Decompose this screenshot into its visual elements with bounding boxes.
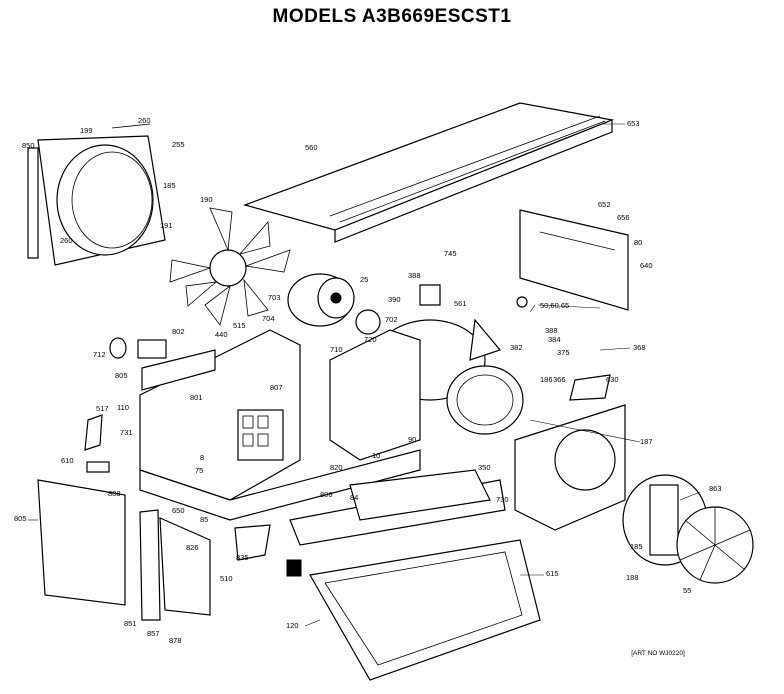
label-120: 120 — [286, 621, 299, 630]
label-8: 8 — [200, 453, 204, 462]
label-615: 615 — [546, 569, 559, 578]
label-652: 652 — [598, 200, 611, 209]
left-side-panel — [37, 479, 126, 606]
label-80: 80 — [634, 238, 642, 247]
label-188: 188 — [626, 573, 639, 582]
label-390: 390 — [388, 295, 401, 304]
label-807: 807 — [270, 383, 283, 392]
label-835: 835 — [236, 553, 249, 562]
label-55: 55 — [683, 586, 691, 595]
front-blower-wheel — [622, 474, 754, 584]
rear-grille-left — [27, 123, 166, 266]
label-806: 806 — [320, 490, 333, 499]
side-strips — [139, 509, 211, 621]
label-506065: 50,60,65 — [540, 301, 569, 310]
label-850: 850 — [22, 141, 35, 150]
label-703: 703 — [268, 293, 281, 302]
part-labels: 850 199 260 255 185 260 190 191 560 653 … — [14, 116, 722, 645]
front-bracket-187 — [514, 404, 626, 531]
label-826: 826 — [186, 543, 199, 552]
label-630: 630 — [606, 375, 619, 384]
label-640: 640 — [640, 261, 653, 270]
label-185: 185 — [163, 181, 176, 190]
label-704: 704 — [262, 314, 275, 323]
label-260: 260 — [138, 116, 151, 125]
fan-motor-25 — [287, 273, 381, 335]
leader-lines — [28, 123, 701, 627]
label-802: 802 — [172, 327, 185, 336]
label-382: 382 — [510, 343, 523, 352]
chassis-frame — [139, 329, 421, 521]
label-110: 110 — [117, 403, 129, 412]
label-745: 745 — [444, 249, 457, 258]
label-561: 561 — [454, 299, 467, 308]
label-90: 90 — [408, 435, 416, 444]
right-side-panel — [519, 209, 629, 311]
label-650: 650 — [172, 506, 185, 515]
label-186: 186 — [540, 375, 553, 384]
label-720: 720 — [364, 335, 377, 344]
label-191: 191 — [160, 221, 173, 230]
top-cover-560 — [243, 102, 615, 243]
label-878: 878 — [169, 636, 182, 645]
label-75: 75 — [195, 466, 203, 475]
label-366: 366 — [553, 375, 566, 384]
label-368: 368 — [633, 343, 646, 352]
label-25: 25 — [360, 275, 368, 284]
label-656: 656 — [617, 213, 630, 222]
label-517: 517 — [96, 404, 109, 413]
condenser-fan-190 — [169, 207, 291, 326]
label-388b: 388 — [545, 326, 558, 335]
base-pan — [349, 469, 491, 521]
label-808: 808 — [108, 489, 121, 498]
label-388: 388 — [408, 271, 421, 280]
label-731: 731 — [120, 428, 133, 437]
label-187: 187 — [640, 437, 653, 446]
label-510: 510 — [220, 574, 233, 583]
label-702: 702 — [385, 315, 398, 324]
label-515: 515 — [233, 321, 246, 330]
label-190: 190 — [200, 195, 213, 204]
label-84: 84 — [350, 493, 358, 502]
label-805b: 805 — [14, 514, 27, 523]
label-384: 384 — [548, 335, 561, 344]
label-560: 560 — [305, 143, 318, 152]
label-712: 712 — [93, 350, 106, 359]
label-730: 730 — [496, 495, 509, 504]
label-805: 805 — [115, 371, 128, 380]
label-851: 851 — [124, 619, 137, 628]
blower-housing — [329, 319, 524, 461]
label-185b: 185 — [630, 542, 643, 551]
label-801: 801 — [190, 393, 203, 402]
label-820: 820 — [330, 463, 343, 472]
label-85: 85 — [200, 515, 208, 524]
label-260b: 260 — [60, 236, 73, 245]
label-350: 350 — [478, 463, 491, 472]
label-199: 199 — [80, 126, 93, 135]
label-10: 10 — [372, 451, 380, 460]
label-710: 710 — [330, 345, 343, 354]
label-255: 255 — [172, 140, 185, 149]
label-857: 857 — [147, 629, 160, 638]
label-653: 653 — [627, 119, 640, 128]
small-parts — [84, 284, 611, 561]
label-863: 863 — [709, 484, 722, 493]
label-375: 375 — [557, 348, 570, 357]
label-610: 610 — [61, 456, 74, 465]
diagram-title: MODELS A3B669ESCST1 — [273, 6, 512, 27]
label-440: 440 — [215, 330, 228, 339]
art-number: [ART NO WJ0220] — [631, 650, 685, 657]
